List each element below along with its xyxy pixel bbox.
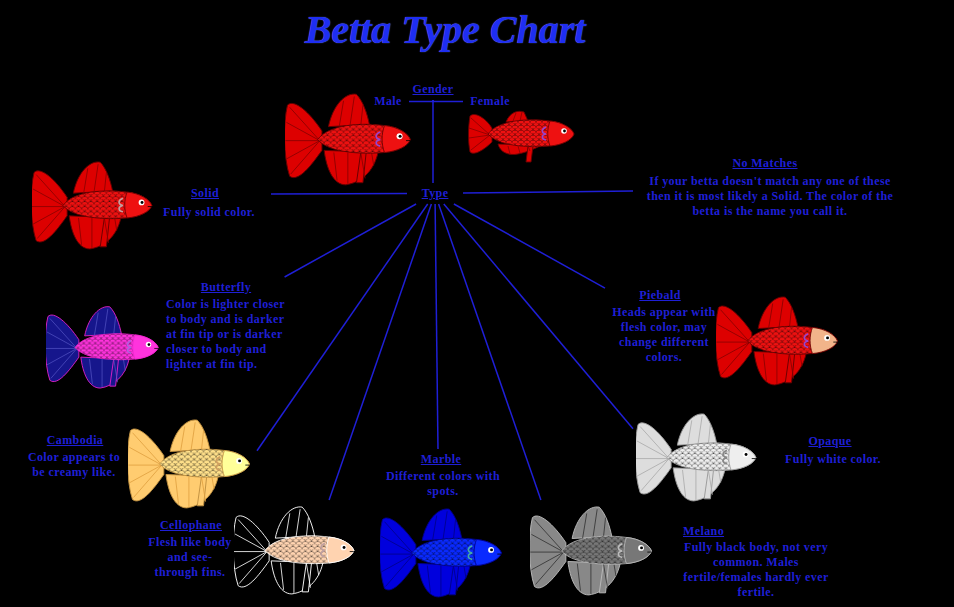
female-fish xyxy=(469,111,575,162)
type-heading: No Matches xyxy=(710,156,820,171)
type-description: Fully solid color. xyxy=(150,205,268,220)
tree-connector xyxy=(329,204,431,500)
type-heading: Butterfly xyxy=(186,280,266,295)
tree-connector xyxy=(463,191,633,193)
marble-fish xyxy=(380,509,502,597)
male-fish xyxy=(284,94,410,185)
betta-type-node: SolidFully solid color. xyxy=(29,155,271,251)
tree-connector xyxy=(285,204,417,277)
type-heading: Opaque xyxy=(790,434,870,449)
node-label: Type xyxy=(410,186,460,201)
betta-type-node: No Matches If your betta doesn't match an… xyxy=(633,153,907,222)
type-description: Color appears to be creamy like. xyxy=(26,450,122,480)
tree-connector xyxy=(271,193,407,195)
node-label: Male xyxy=(370,94,406,109)
type-description: Flesh like body and see-through fins. xyxy=(148,535,232,580)
type-heading: Cellophane xyxy=(146,518,236,533)
melano-fish xyxy=(530,507,652,595)
type-heading: Solid xyxy=(170,186,240,201)
type-description: If your betta doesn't match any one of t… xyxy=(636,174,904,219)
tree-connector xyxy=(454,204,605,288)
betta-type-node: CellophaneFlesh like body and see-throug… xyxy=(143,500,361,599)
cambodia-fish xyxy=(128,420,250,508)
butterfly-fish xyxy=(45,307,158,388)
type-heading: Marble xyxy=(396,452,486,467)
type-description: Fully black body, not very common. Males… xyxy=(680,540,832,600)
type-heading: Cambodia xyxy=(30,433,120,448)
type-heading: Melano xyxy=(683,524,753,539)
betta-type-node: MarbleDifferent colors with spots. xyxy=(377,449,509,602)
betta-type-node: MelanoFully black body, not very common.… xyxy=(527,500,835,603)
gender-node: Male xyxy=(367,91,409,112)
solid-fish xyxy=(31,162,152,249)
type-description: Fully white color. xyxy=(772,452,894,467)
chart-title: Betta Type Chart xyxy=(0,6,890,54)
betta-type-node: CambodiaColor appears to be creamy like. xyxy=(23,413,257,507)
tree-connector xyxy=(444,204,633,429)
type-description: Color is lighter closer to body and is d… xyxy=(166,297,288,372)
opaque-fish xyxy=(635,414,756,501)
cellophane-fish xyxy=(233,507,354,594)
type-description: Heads appear with flesh color, may chang… xyxy=(608,305,720,365)
type-description: Different colors with spots. xyxy=(385,469,501,499)
gender-node: Gender xyxy=(400,79,466,100)
tree-connector xyxy=(435,204,438,449)
tree-connector xyxy=(409,100,433,102)
tree-connector xyxy=(432,100,434,183)
tree-connector xyxy=(433,100,463,102)
type-hub: Type xyxy=(407,183,463,204)
gender-node: Female xyxy=(463,91,517,112)
betta-type-node: PiebaldHeads appear with flesh color, ma… xyxy=(605,285,845,390)
tree-connector xyxy=(257,204,428,451)
type-heading: Piebald xyxy=(620,288,700,303)
node-label: Female xyxy=(466,94,514,109)
betta-type-node: OpaqueFully white color. xyxy=(633,407,897,505)
betta-type-node: ButterflyColor is lighter closer to body… xyxy=(43,277,291,400)
piebald-fish xyxy=(716,297,838,385)
node-label: Gender xyxy=(403,82,463,97)
